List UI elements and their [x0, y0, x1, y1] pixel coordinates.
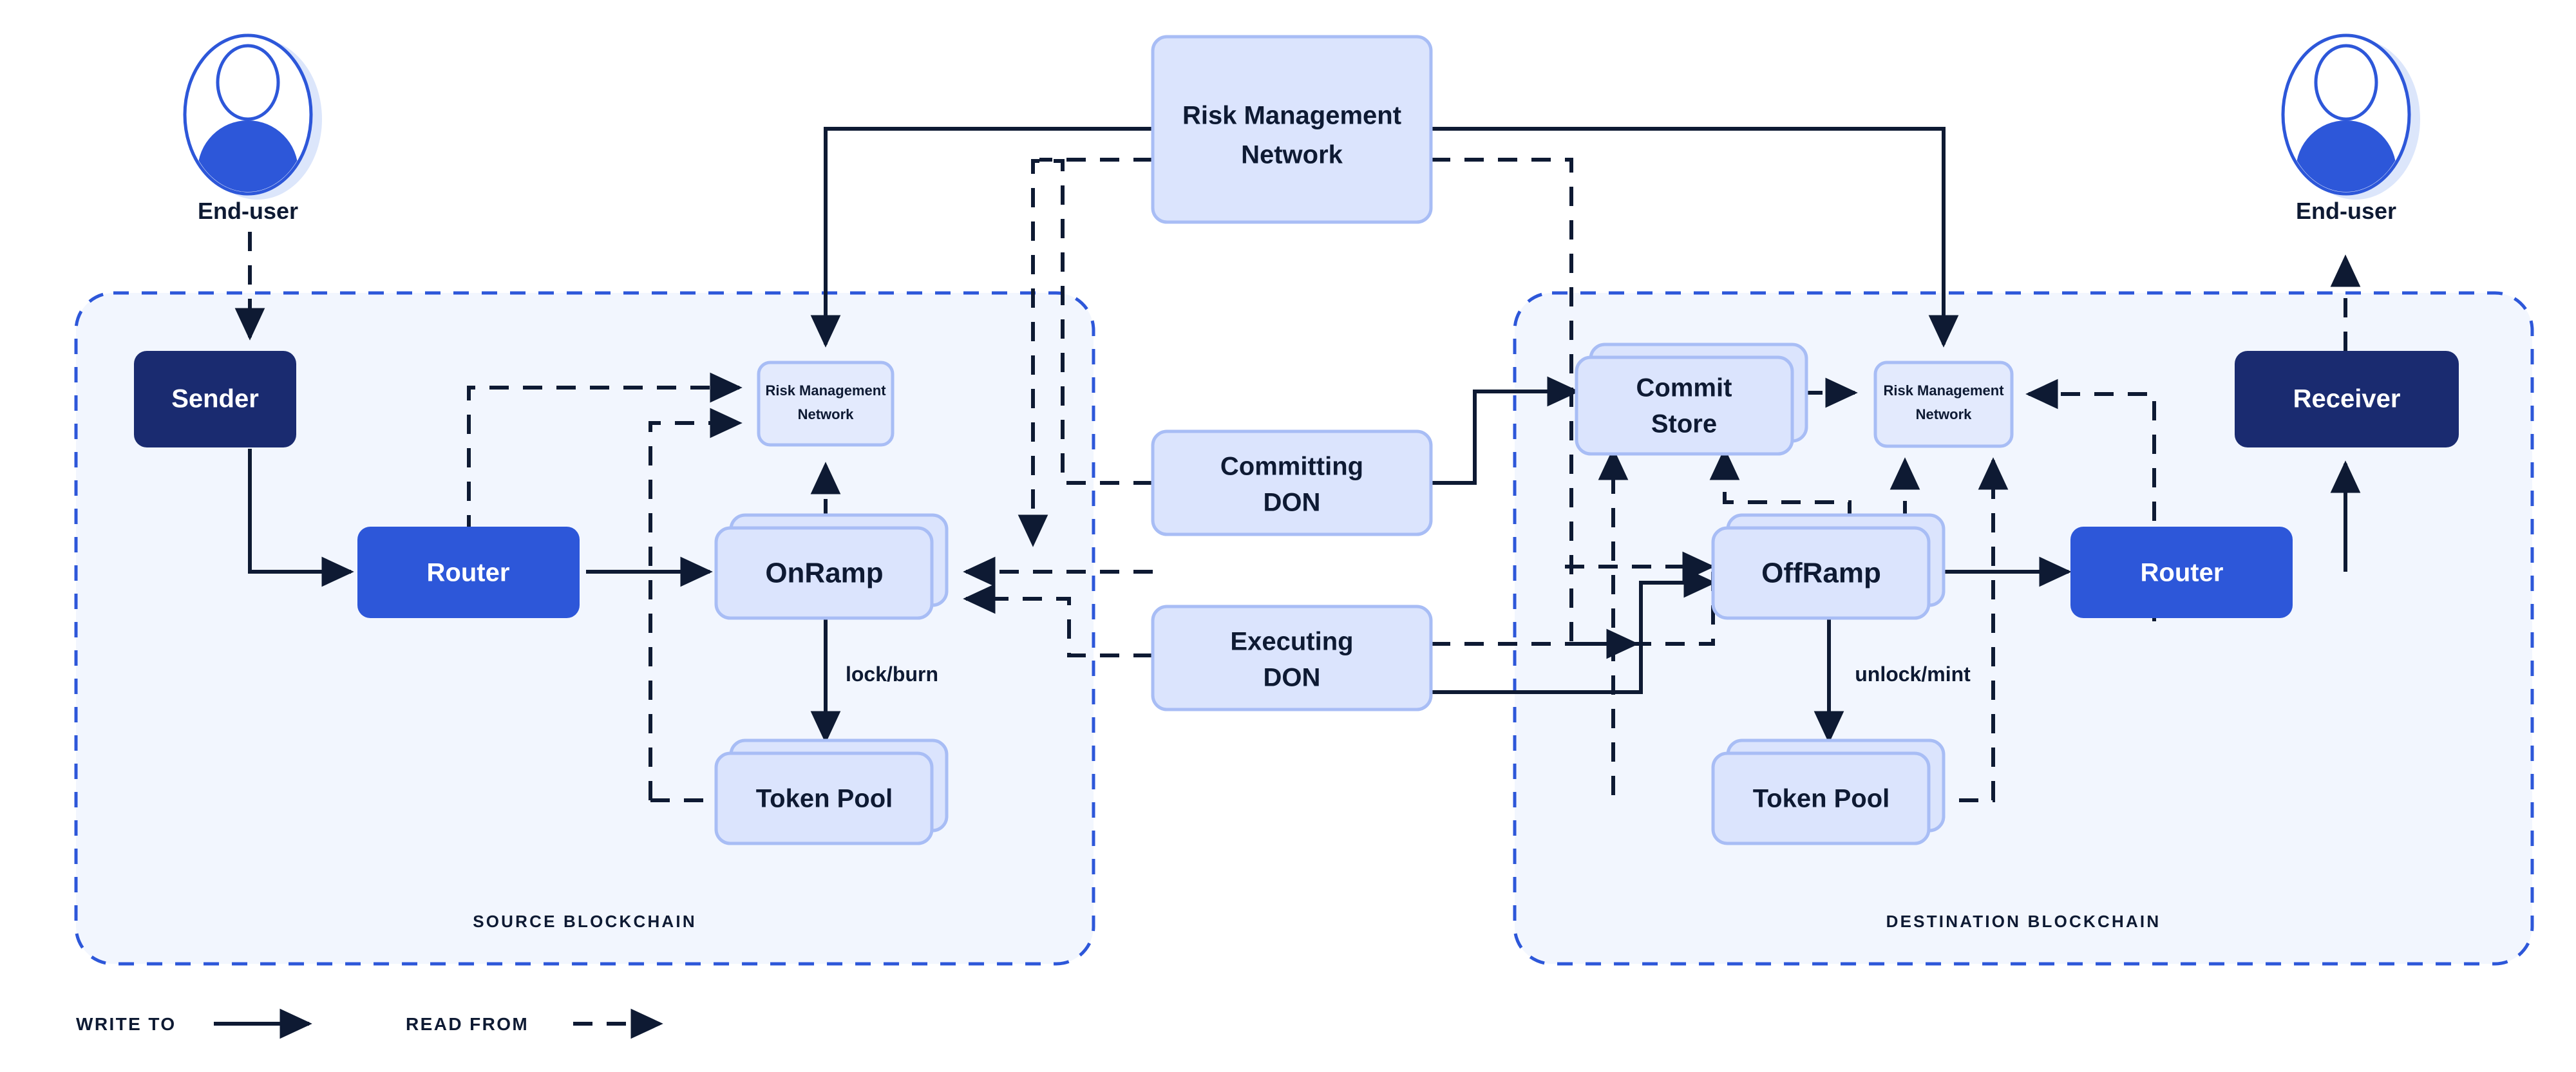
edge-rmntop-to-rmndst: [1431, 127, 1959, 348]
node-rmn-source[interactable]: Risk Management Network: [757, 361, 895, 447]
legend-item-write-to: WRITE TO: [76, 1008, 312, 1039]
edge-rmntop-to-rmnsrc: [810, 127, 1153, 348]
edge-committingdon-reads-onramp: [1018, 159, 1153, 547]
node-onramp[interactable]: OnRamp: [714, 513, 949, 620]
edge-router-reads-rmn: [467, 372, 743, 534]
node-onramp-label: OnRamp: [765, 558, 883, 589]
node-offramp-label: OffRamp: [1761, 558, 1881, 589]
node-executing-don[interactable]: Executing DON: [1151, 605, 1433, 711]
node-rmn-top-label-line1: Risk Management: [1182, 102, 1401, 130]
node-rmn-destination-label-line2: Network: [1916, 406, 1973, 422]
edge-offramp-reads-commitstore: [1709, 447, 1852, 554]
edge-executingdon-dashed: [1431, 567, 1715, 646]
actor-enduser-right-label: End-user: [2296, 198, 2396, 224]
node-tokenpool-source[interactable]: Token Pool: [714, 738, 949, 845]
node-rmn-top[interactable]: Risk Management Network: [1151, 35, 1433, 224]
user-avatar-icon: [2281, 33, 2420, 200]
node-executing-don-label-line2: DON: [1264, 664, 1321, 692]
node-executing-don-label-line1: Executing: [1230, 628, 1353, 656]
node-commit-store-label-line2: Store: [1651, 410, 1717, 438]
node-router-source-label: Router: [427, 559, 510, 587]
node-tokenpool-destination-label: Token Pool: [1753, 785, 1890, 813]
edge-label-unlock-mint: unlock/mint: [1855, 663, 1971, 686]
zone-destination-label: DESTINATION BLOCKCHAIN: [1886, 912, 2161, 931]
node-commit-store-label-line1: Commit: [1636, 374, 1732, 402]
node-rmn-destination-label-line1: Risk Management: [1883, 382, 2004, 399]
node-rmn-source-label-line1: Risk Management: [765, 382, 886, 399]
node-rmn-destination[interactable]: Risk Management Network: [1873, 361, 2014, 448]
node-rmn-source-label-line2: Network: [798, 406, 855, 422]
node-tokenpool-source-label: Token Pool: [756, 785, 893, 813]
edge-tokenpool-reads-rmn: [649, 408, 743, 800]
node-sender[interactable]: Sender: [134, 351, 296, 447]
node-committing-don-label-line1: Committing: [1220, 453, 1363, 481]
node-receiver-label: Receiver: [2293, 385, 2401, 413]
node-offramp[interactable]: OffRamp: [1711, 513, 1946, 620]
edge-executingdon-reads-onramp: [963, 583, 1153, 657]
edge-label-lock-burn: lock/burn: [846, 663, 938, 686]
node-receiver[interactable]: Receiver: [2235, 351, 2459, 447]
node-committing-don-label-line2: DON: [1264, 489, 1321, 517]
node-tokenpool-destination[interactable]: Token Pool: [1711, 738, 1946, 845]
legend-read-from-label: READ FROM: [406, 1014, 529, 1034]
legend-item-read-from: READ FROM: [406, 1008, 663, 1039]
actor-enduser-left-label: End-user: [198, 198, 298, 224]
zone-source-label: SOURCE BLOCKCHAIN: [473, 912, 697, 931]
legend: WRITE TO READ FROM: [76, 1008, 663, 1039]
actor-enduser-right: End-user: [2281, 33, 2420, 224]
node-committing-don[interactable]: Committing DON: [1151, 429, 1433, 536]
user-avatar-icon: [183, 33, 322, 200]
edge-executingdon-to-offramp: [1431, 567, 1716, 694]
legend-write-to-label: WRITE TO: [76, 1014, 176, 1034]
node-sender-label: Sender: [171, 385, 259, 413]
node-router-destination-label: Router: [2141, 559, 2224, 587]
edge-committingdon-to-commitstore: [1431, 376, 1580, 485]
node-commit-store[interactable]: Commit Store: [1575, 343, 1808, 456]
edge-sender-to-router: [248, 449, 354, 587]
node-rmn-top-label-line2: Network: [1241, 141, 1343, 169]
actor-enduser-left: End-user: [183, 33, 322, 224]
node-router-source[interactable]: Router: [357, 527, 580, 618]
node-router-destination[interactable]: Router: [2070, 527, 2293, 618]
